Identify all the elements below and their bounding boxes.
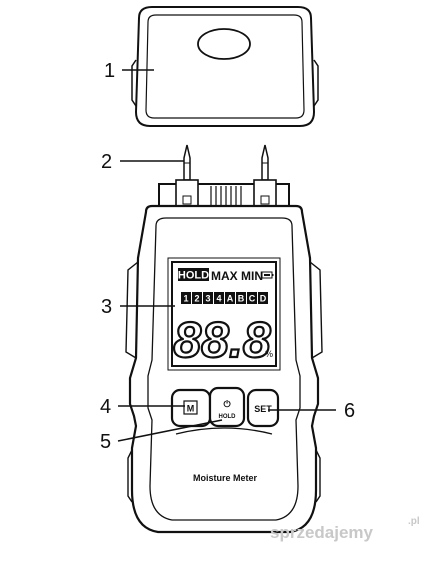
mode-indicator-1: 1 <box>183 294 188 304</box>
callout-2: 2 <box>101 151 184 173</box>
watermark-text: sprzedajemy <box>270 523 374 542</box>
mode-indicator-d: D <box>260 294 267 304</box>
callout-1: 1 <box>104 60 154 82</box>
watermark: sprzedajemy .pl <box>270 516 420 542</box>
callout-number-6: 6 <box>344 400 355 422</box>
probe-pins <box>183 144 269 181</box>
mode-button[interactable]: M <box>170 388 212 428</box>
power-icon: ⏻ <box>223 399 231 409</box>
max-indicator: MAX <box>211 269 238 283</box>
mode-indicator-3: 3 <box>205 294 210 304</box>
callout-4: 4 <box>100 396 185 418</box>
battery-icon <box>261 271 274 279</box>
min-indicator: MIN <box>241 269 263 283</box>
callout-5: 5 <box>100 419 223 453</box>
watermark-suffix: .pl <box>408 516 420 527</box>
cap-window <box>197 28 251 60</box>
set-button-label: SET <box>254 404 272 414</box>
mode-indicator-2: 2 <box>194 294 199 304</box>
percent-unit: % <box>265 349 273 359</box>
set-button[interactable]: SET <box>246 388 280 428</box>
callout-number-5: 5 <box>100 431 111 453</box>
probe-housing <box>158 179 290 215</box>
product-label: Moisture Meter <box>193 473 258 483</box>
mode-indicator-b: B <box>238 294 245 304</box>
mode-button-label: M <box>187 404 195 414</box>
mode-indicators: 1 2 3 4 A B C D <box>181 292 268 304</box>
protective-cap <box>131 6 319 127</box>
callout-number-3: 3 <box>101 296 112 318</box>
mode-indicator-a: A <box>227 294 234 304</box>
hold-button-label: HOLD <box>219 414 237 420</box>
mode-indicator-4: 4 <box>216 294 221 304</box>
callout-number-2: 2 <box>101 151 112 173</box>
callout-number-4: 4 <box>100 396 111 418</box>
callout-number-1: 1 <box>104 60 115 82</box>
lcd-display: HOLD MAX MIN 1 2 3 4 A B C D 88 <box>167 257 281 371</box>
mode-indicator-c: C <box>249 294 256 304</box>
device-body <box>125 204 323 534</box>
callout-3: 3 <box>101 296 175 318</box>
power-hold-button[interactable]: ⏻ HOLD <box>208 386 246 428</box>
hold-indicator-box <box>178 268 209 281</box>
hold-indicator: HOLD <box>178 270 209 282</box>
reading-digits: 88.8 <box>173 312 271 368</box>
callout-6: 6 <box>268 400 355 422</box>
